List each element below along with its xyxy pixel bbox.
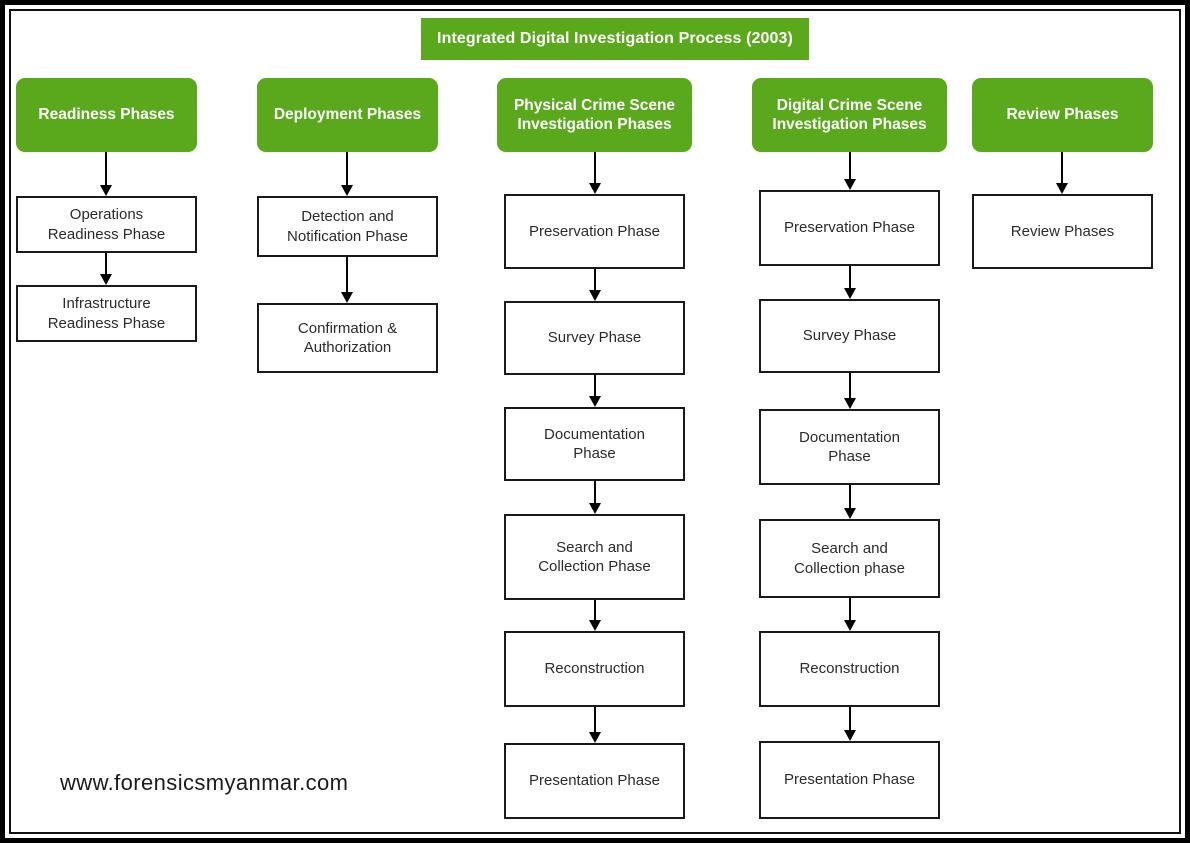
process-box-label: Survey Phase <box>547 329 642 347</box>
process-box-label: Presentation Phase <box>529 772 660 790</box>
arrow-readiness-step-1-to-2 <box>99 253 113 285</box>
process-box-physical-survey-phase: Survey Phase <box>504 301 685 375</box>
process-box-digital-survey-phase: Survey Phase <box>759 299 940 373</box>
process-box-digital-reconstruction: Reconstruction <box>759 631 940 707</box>
column-header-label: Deployment Phases <box>273 106 422 124</box>
arrow-physical-to-step-1 <box>588 152 602 194</box>
arrow-physical-step-3-to-4 <box>588 481 602 514</box>
column-header-label: Readiness Phases <box>38 106 175 124</box>
arrow-review-to-step-1 <box>1055 152 1069 194</box>
arrow-deployment-step-1-to-2 <box>340 257 354 303</box>
arrow-physical-step-2-to-3 <box>588 375 602 407</box>
column-header-label: Review Phases <box>1006 106 1119 124</box>
process-box-label: Reconstruction <box>799 660 900 678</box>
arrow-digital-step-1-to-2 <box>843 266 857 299</box>
process-box-review-phases: Review Phases <box>972 194 1153 269</box>
arrow-digital-step-4-to-5 <box>843 598 857 631</box>
arrow-physical-step-1-to-2 <box>588 269 602 301</box>
arrow-digital-step-2-to-3 <box>843 373 857 409</box>
process-box-label: Preservation Phase <box>529 222 660 240</box>
arrow-digital-step-3-to-4 <box>843 485 857 519</box>
process-box-label: Survey Phase <box>802 327 897 345</box>
diagram-title: Integrated Digital Investigation Process… <box>421 18 809 60</box>
arrow-digital-to-step-1 <box>843 152 857 190</box>
process-box-label: Presentation Phase <box>784 771 915 789</box>
process-box-confirmation-and-authorization: Confirmation &Authorization <box>257 303 438 373</box>
process-box-digital-preservation-phase: Preservation Phase <box>759 190 940 266</box>
process-box-physical-presentation-phase: Presentation Phase <box>504 743 685 819</box>
process-box-label: Confirmation &Authorization <box>297 319 398 356</box>
process-box-label: Review Phases <box>1010 222 1115 240</box>
process-box-physical-reconstruction: Reconstruction <box>504 631 685 707</box>
arrow-readiness-to-step-1 <box>99 152 113 196</box>
watermark-url: www.forensicsmyanmar.com <box>60 770 349 795</box>
inner-frame-border <box>9 9 1181 834</box>
column-header-readiness-phases: Readiness Phases <box>16 78 197 152</box>
process-box-label: Reconstruction <box>544 660 645 678</box>
process-box-digital-presentation-phase: Presentation Phase <box>759 741 940 819</box>
column-header-deployment-phases: Deployment Phases <box>257 78 438 152</box>
arrow-deployment-to-step-1 <box>340 152 354 196</box>
process-box-physical-preservation-phase: Preservation Phase <box>504 194 685 269</box>
column-header-review-phases: Review Phases <box>972 78 1153 152</box>
process-box-label: Preservation Phase <box>784 219 915 237</box>
arrow-digital-step-5-to-6 <box>843 707 857 741</box>
arrow-physical-step-4-to-5 <box>588 600 602 631</box>
arrow-physical-step-5-to-6 <box>588 707 602 743</box>
